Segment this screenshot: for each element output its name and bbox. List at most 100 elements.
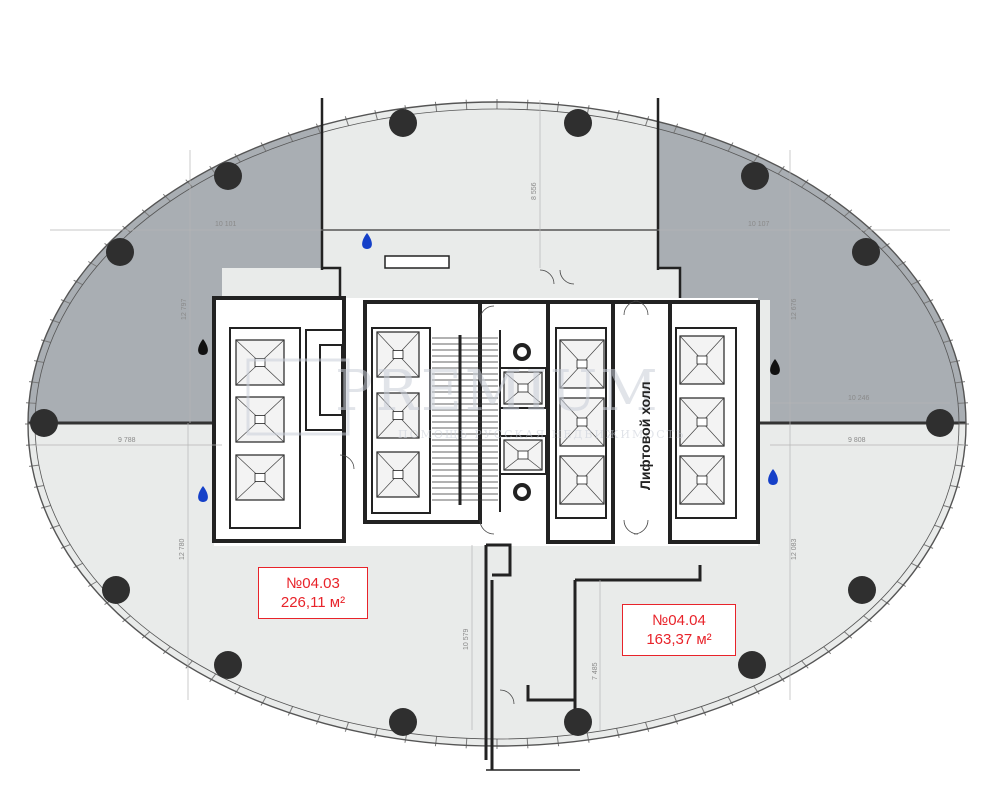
unit-label-0403[interactable]: №04.03 226,11 м² bbox=[258, 567, 368, 619]
mullion bbox=[465, 99, 468, 110]
mullion bbox=[880, 243, 890, 250]
elevator-car bbox=[235, 454, 285, 501]
mullion bbox=[40, 505, 51, 509]
mullion bbox=[465, 738, 468, 749]
water-drop-icon bbox=[768, 469, 778, 485]
mullion bbox=[526, 99, 529, 110]
mullion bbox=[28, 464, 40, 467]
column bbox=[848, 576, 876, 604]
mullion bbox=[727, 142, 734, 152]
mullion bbox=[87, 261, 98, 267]
mullion bbox=[586, 732, 590, 743]
mullion bbox=[556, 101, 560, 112]
mullion bbox=[162, 646, 171, 655]
mullion bbox=[753, 685, 760, 695]
column bbox=[852, 238, 880, 266]
dimension-label: 12 780 bbox=[179, 538, 186, 560]
elevator-car bbox=[235, 339, 285, 386]
mullion bbox=[777, 165, 785, 175]
columns bbox=[30, 109, 954, 736]
mullion bbox=[434, 736, 438, 747]
dimension-label: 8 556 bbox=[531, 182, 538, 200]
column bbox=[389, 109, 417, 137]
elevator-car bbox=[503, 439, 543, 471]
mullion bbox=[823, 646, 832, 655]
elevator-car bbox=[376, 331, 420, 378]
staircase bbox=[432, 337, 498, 501]
mullion bbox=[122, 225, 131, 233]
elevator-hall-label: Лифтовой холл bbox=[637, 381, 653, 490]
mullion bbox=[673, 123, 679, 134]
mullion bbox=[73, 562, 83, 569]
north-room-walls bbox=[320, 98, 682, 300]
mullion bbox=[25, 402, 37, 404]
mullion bbox=[141, 209, 150, 217]
mullion bbox=[700, 132, 707, 142]
mullion bbox=[727, 696, 734, 706]
unit-label-0404[interactable]: №04.04 163,37 м² bbox=[622, 604, 736, 656]
mullion bbox=[344, 116, 349, 126]
mullion bbox=[863, 225, 872, 233]
mullion bbox=[162, 193, 171, 202]
mullion bbox=[823, 193, 832, 202]
mullion bbox=[844, 631, 853, 639]
watermark-title: PREMIUM bbox=[335, 359, 661, 424]
dimension-label: 12 676 bbox=[791, 298, 798, 320]
mullion bbox=[49, 319, 60, 324]
column bbox=[564, 708, 592, 736]
mullion bbox=[777, 673, 785, 683]
mullion bbox=[896, 581, 907, 587]
mullion bbox=[374, 728, 378, 739]
column bbox=[214, 651, 242, 679]
mullion bbox=[33, 360, 44, 364]
column bbox=[102, 576, 130, 604]
unit-number: №04.04 bbox=[652, 612, 706, 629]
water-drop-icon bbox=[198, 486, 208, 502]
mullion bbox=[923, 544, 934, 549]
mullion bbox=[911, 279, 921, 286]
elevator-car bbox=[679, 455, 725, 505]
column bbox=[214, 162, 242, 190]
mullion bbox=[801, 660, 809, 669]
mullion bbox=[28, 381, 40, 384]
column bbox=[738, 651, 766, 679]
mullion bbox=[234, 685, 241, 695]
elevator-car bbox=[376, 392, 420, 439]
accessible-toilet-icons bbox=[513, 343, 531, 501]
mullion bbox=[49, 524, 60, 529]
mullion bbox=[950, 484, 961, 488]
dimension-label: 9 788 bbox=[118, 437, 136, 444]
mullion bbox=[923, 299, 934, 304]
watermark-subtitle: ПОМОЩЬ РУССКАЯ НЕДВИЖИМОСТЬ bbox=[398, 428, 685, 441]
column bbox=[30, 409, 58, 437]
mullion bbox=[60, 544, 71, 549]
mullion bbox=[260, 142, 267, 152]
mullion bbox=[934, 524, 945, 529]
unit-area: 163,37 м² bbox=[646, 631, 712, 648]
unit-area: 226,11 м² bbox=[280, 594, 346, 611]
mullion bbox=[950, 360, 961, 364]
dimension-label: 10 246 bbox=[848, 395, 870, 402]
column bbox=[926, 409, 954, 437]
dimension-label: 9 808 bbox=[848, 437, 866, 444]
dimension-label: 10 107 bbox=[748, 221, 770, 228]
mullion bbox=[954, 381, 966, 384]
unit-number: №04.03 bbox=[286, 575, 340, 592]
mullion bbox=[73, 279, 83, 286]
mullion bbox=[374, 109, 378, 120]
mullion bbox=[185, 660, 193, 669]
watermark: PREMIUM ПОМОЩЬ РУССКАЯ НЕДВИЖИМОСТЬ bbox=[246, 358, 685, 441]
doors bbox=[339, 269, 649, 705]
mullion bbox=[234, 153, 241, 163]
mullion bbox=[801, 179, 809, 188]
mullion bbox=[122, 615, 131, 623]
mullion bbox=[880, 598, 890, 605]
mullion bbox=[954, 464, 966, 467]
mullion bbox=[673, 714, 679, 725]
dimension-lines bbox=[30, 100, 965, 730]
water-points bbox=[198, 233, 780, 502]
mullion bbox=[87, 581, 98, 587]
mullion bbox=[40, 339, 51, 343]
mullion bbox=[526, 738, 529, 749]
column bbox=[106, 238, 134, 266]
